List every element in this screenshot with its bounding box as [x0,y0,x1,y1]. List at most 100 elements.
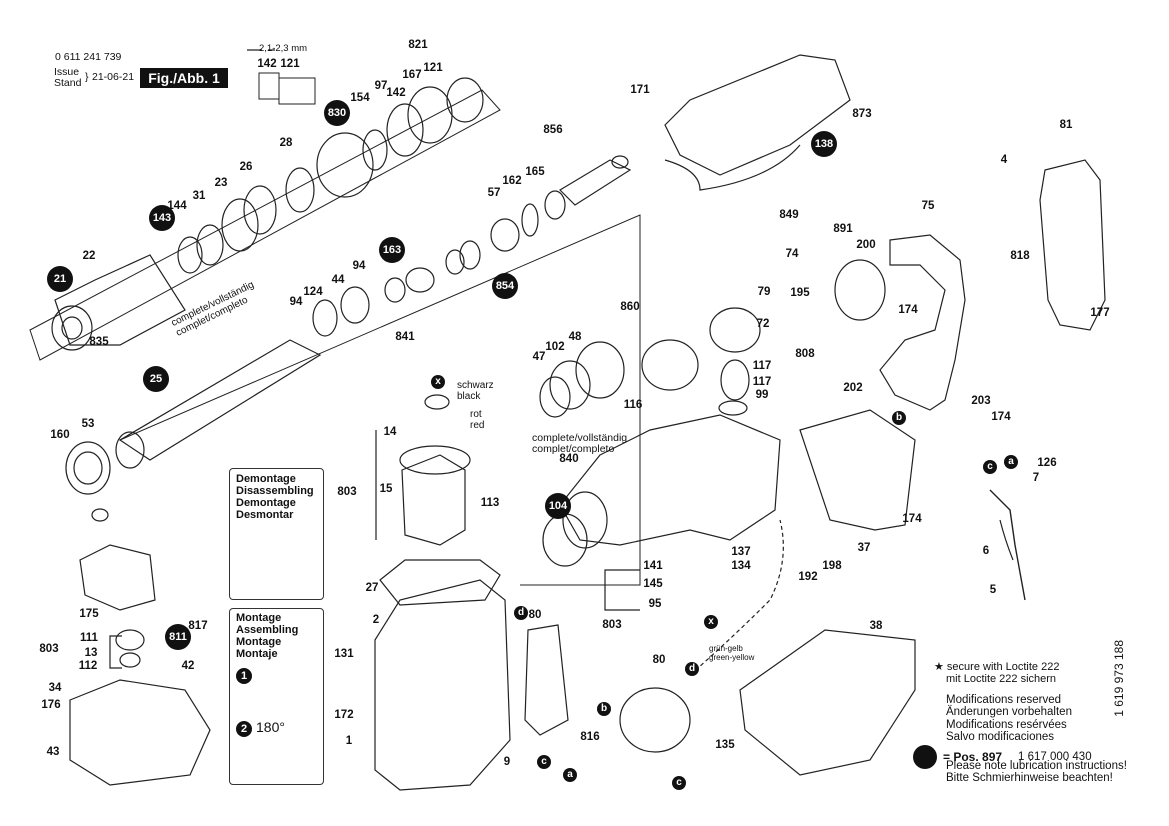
part-number: 821 [408,39,428,51]
part-number: 198 [822,560,842,572]
part-number: 14 [383,426,397,438]
part-number: 27 [365,582,379,594]
part-number: 53 [81,418,95,430]
part-number: 74 [785,248,799,260]
stand-label: Stand [54,77,82,89]
step-2-marker: 2 [236,721,252,737]
part-number: 34 [48,682,62,694]
disassembly-es: Desmontar [236,509,294,522]
part-number: 121 [423,62,443,74]
brace-glyph: } [85,71,89,83]
assembly-labels: Montage Assembling Montage Montaje [236,612,298,660]
connection-marker: c [672,776,686,790]
wire-red-de: rot [470,409,482,420]
part-number: 113 [480,497,500,509]
issue-date: 21-06-21 [92,71,135,83]
part-number: 160 [50,429,70,441]
modifications-note: Modifications reserved Änderungen vorbeh… [946,694,1072,744]
part-number: 835 [89,336,109,348]
part-number: 22 [82,250,96,262]
connection-marker: b [892,411,906,425]
assembly-en: Assembling [236,624,299,637]
part-number: 142 [257,58,277,70]
part-number: 174 [991,411,1011,423]
part-number: 44 [331,274,345,286]
wire-label-green-yellow: grün-gelb green-yellow [709,644,755,662]
part-number: 803 [337,486,357,498]
callout-badge: 21 [47,266,73,292]
wire-gy-de: grün-gelb [709,644,743,653]
part-number: 102 [545,341,565,353]
part-number: 202 [843,382,863,394]
disassembly-de: Demontage [236,473,296,485]
mod-en: Modifications reserved [946,694,1062,706]
wire-gy-en: green-yellow [709,652,755,662]
part-number: 137 [731,546,751,558]
callout-badge: 854 [492,273,518,299]
part-number: 174 [898,304,918,316]
complete-label-mid: complete/vollständig complet/completo [532,432,628,456]
top-cover [664,54,851,176]
complete-mid-line2: complet/completo [532,443,615,456]
lubrication-en: Please note lubrication instructions! [946,760,1127,772]
part-number: 7 [1032,472,1040,484]
part-number: 176 [41,699,61,711]
part-number: 154 [350,92,370,104]
part-number: 94 [352,260,366,272]
callout-badge: 143 [149,205,175,231]
part-number: 13 [84,647,98,659]
part-number: 873 [852,108,872,120]
connection-marker: a [1004,455,1018,469]
lubrication-instructions: Please note lubrication instructions! Bi… [946,760,1127,785]
connection-marker: d [514,606,528,620]
part-number: 99 [755,389,769,401]
part-number: 177 [1090,307,1110,319]
wire-label-black: schwarz black [457,380,494,403]
part-number: 891 [833,223,853,235]
part-number: 48 [568,331,582,343]
part-number: 195 [790,287,810,299]
disassembly-en: Disassembling [236,485,314,498]
part-number: 145 [643,578,663,590]
part-number: 2 [372,614,380,626]
handle [1039,159,1106,331]
part-number: 97 [374,80,388,92]
assembly-de: Montage [236,612,282,624]
assembly-box [229,608,324,785]
part-number: 95 [648,598,662,610]
part-number: 4 [1000,154,1008,166]
part-number: 111 [80,632,98,644]
part-number: 43 [46,746,60,758]
part-number: 172 [334,709,354,721]
part-number: 167 [402,69,422,81]
wire-red-en: red [470,419,485,431]
part-number: 38 [869,620,883,632]
part-number: 117 [752,376,772,388]
figure-label: Fig./Abb. 1 [140,68,228,88]
part-number: 200 [856,239,876,251]
part-number: 203 [971,395,991,407]
part-number: 47 [532,351,546,363]
wire-black-de: schwarz [457,380,494,391]
disassembly-fr: Demontage [236,497,296,510]
part-number: 116 [623,399,643,411]
part-number: 80 [528,609,542,621]
part-number: 134 [731,560,751,572]
part-number: 37 [857,542,871,554]
part-number: 117 [752,360,772,372]
part-number: 6 [982,545,990,557]
part-number: 1 [345,735,353,747]
star-icon: ★ [934,661,947,673]
part-number: 808 [795,348,815,360]
part-number: 126 [1037,457,1057,469]
complete-mid-line1: complete/vollständig [532,432,628,444]
part-number: 26 [239,161,253,173]
part-number: 142 [386,87,406,99]
part-number: 72 [756,318,770,330]
bottom-cover [739,629,916,776]
connection-marker: x [704,615,718,629]
lubrication-part-number: 1 617 000 430 [1018,751,1092,763]
disassembly-box [229,468,324,600]
part-number: 840 [559,453,579,465]
